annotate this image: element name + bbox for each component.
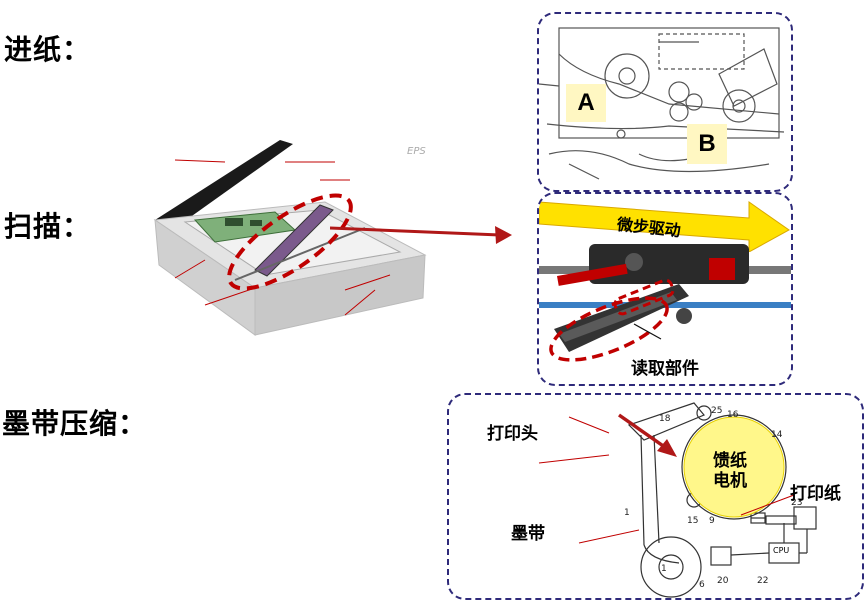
svg-text:16: 16 xyxy=(727,410,739,420)
svg-text:25: 25 xyxy=(711,406,722,416)
svg-text:23: 23 xyxy=(791,498,802,508)
svg-text:9: 9 xyxy=(709,516,715,526)
arrow-to-scan-panel xyxy=(330,226,512,244)
section-label-scan: 扫描： xyxy=(4,210,92,243)
svg-text:6: 6 xyxy=(699,580,705,590)
label-a-box: A xyxy=(566,84,606,122)
scan-drive-panel: 微步驱动 读取部件 xyxy=(537,192,793,386)
svg-text:20: 20 xyxy=(717,576,729,586)
scanner-illustration: EPS xyxy=(153,140,427,336)
section-label-ribbon: 墨带压缩： xyxy=(2,407,148,440)
ribbon-mechanism-panel: 18 25 16 14 15 9 23 1 20 22 6 1 打印头 馈纸 电… xyxy=(447,393,864,600)
reader-assembly-drawing xyxy=(539,244,791,362)
cpu-box-label: CPU xyxy=(773,546,790,555)
svg-text:1: 1 xyxy=(624,508,630,518)
micro-step-banner-arrow xyxy=(539,201,790,252)
motor-label-line2: 电机 xyxy=(713,471,747,491)
printhead-label: 打印头 xyxy=(487,424,538,444)
svg-text:14: 14 xyxy=(771,430,783,440)
svg-text:EPS: EPS xyxy=(407,146,426,157)
svg-text:22: 22 xyxy=(757,576,768,586)
reader-unit-label: 读取部件 xyxy=(631,359,699,379)
label-b-box: B xyxy=(687,124,727,164)
svg-text:18: 18 xyxy=(659,414,671,424)
feed-mechanism-panel: A B xyxy=(537,12,793,192)
paper-label: 打印纸 xyxy=(790,484,841,504)
ribbon-mechanism-drawing: 18 25 16 14 15 9 23 1 20 22 6 1 xyxy=(538,402,817,598)
section-label-feed: 进纸： xyxy=(4,33,92,66)
svg-text:1: 1 xyxy=(661,564,667,574)
ribbon-label: 墨带 xyxy=(511,524,545,544)
motor-label-line1: 馈纸 xyxy=(713,451,747,471)
feed-mechanism-drawing xyxy=(539,27,785,180)
svg-text:15: 15 xyxy=(687,516,698,526)
feed-motor-label: 馈纸 电机 xyxy=(713,451,747,491)
